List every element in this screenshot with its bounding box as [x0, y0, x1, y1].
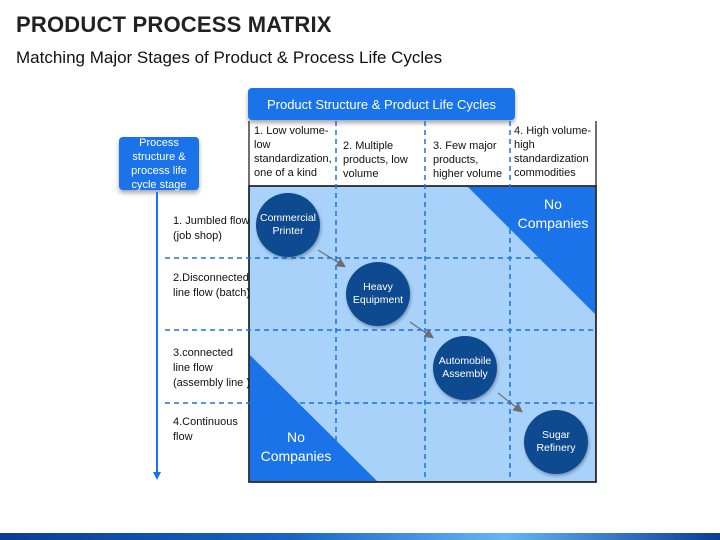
circle-sugar-refinery: Sugar Refinery: [524, 410, 588, 474]
circle-label: Heavy Equipment: [352, 281, 404, 306]
stage-header-4: 4. High volume-high standardization comm…: [514, 125, 592, 179]
circle-automobile-assembly: Automobile Assembly: [433, 336, 497, 400]
process-axis-arrowhead: [153, 472, 161, 480]
row-label-4: 4.Continuous flow: [173, 416, 238, 443]
circle-label: Commercial Printer: [259, 212, 316, 237]
circle-commercial-printer: Commercial Printer: [256, 193, 320, 257]
product-structure-box: Product Structure & Product Life Cycles: [248, 88, 515, 120]
no-companies-bottom-left: No Companies: [260, 429, 332, 464]
footer-accent-bar: [0, 533, 720, 540]
page-title: PRODUCT PROCESS MATRIX: [16, 12, 332, 37]
no-companies-top-right: No Companies: [517, 196, 589, 231]
row-label-2: 2.Disconnected line flow (batch): [173, 272, 251, 299]
flow-arrow: [497, 392, 523, 413]
top-right-triangle: [468, 187, 595, 314]
flow-arrow: [317, 249, 347, 268]
stage-header-2: 2. Multiple products, low volume: [343, 140, 408, 180]
process-structure-label: Process structure & process life cycle s…: [131, 136, 187, 191]
circle-heavy-equipment: Heavy Equipment: [346, 262, 410, 326]
circle-label: Sugar Refinery: [536, 429, 576, 454]
circle-label: Automobile Assembly: [438, 355, 492, 380]
bottom-left-triangle: [250, 355, 377, 481]
flow-arrow: [409, 321, 434, 339]
stage-header-3: 3. Few major products, higher volume: [433, 140, 503, 180]
stage-header-1: 1. Low volume-low standardization, one o…: [254, 125, 332, 179]
product-structure-label: Product Structure & Product Life Cycles: [266, 96, 497, 112]
page-subtitle: Matching Major Stages of Product & Proce…: [16, 48, 443, 67]
row-label-3: 3.connected line flow (assembly line ): [173, 347, 251, 389]
process-structure-box: Process structure & process life cycle s…: [119, 136, 199, 191]
row-label-1: 1. Jumbled flow (job shop): [173, 215, 250, 242]
